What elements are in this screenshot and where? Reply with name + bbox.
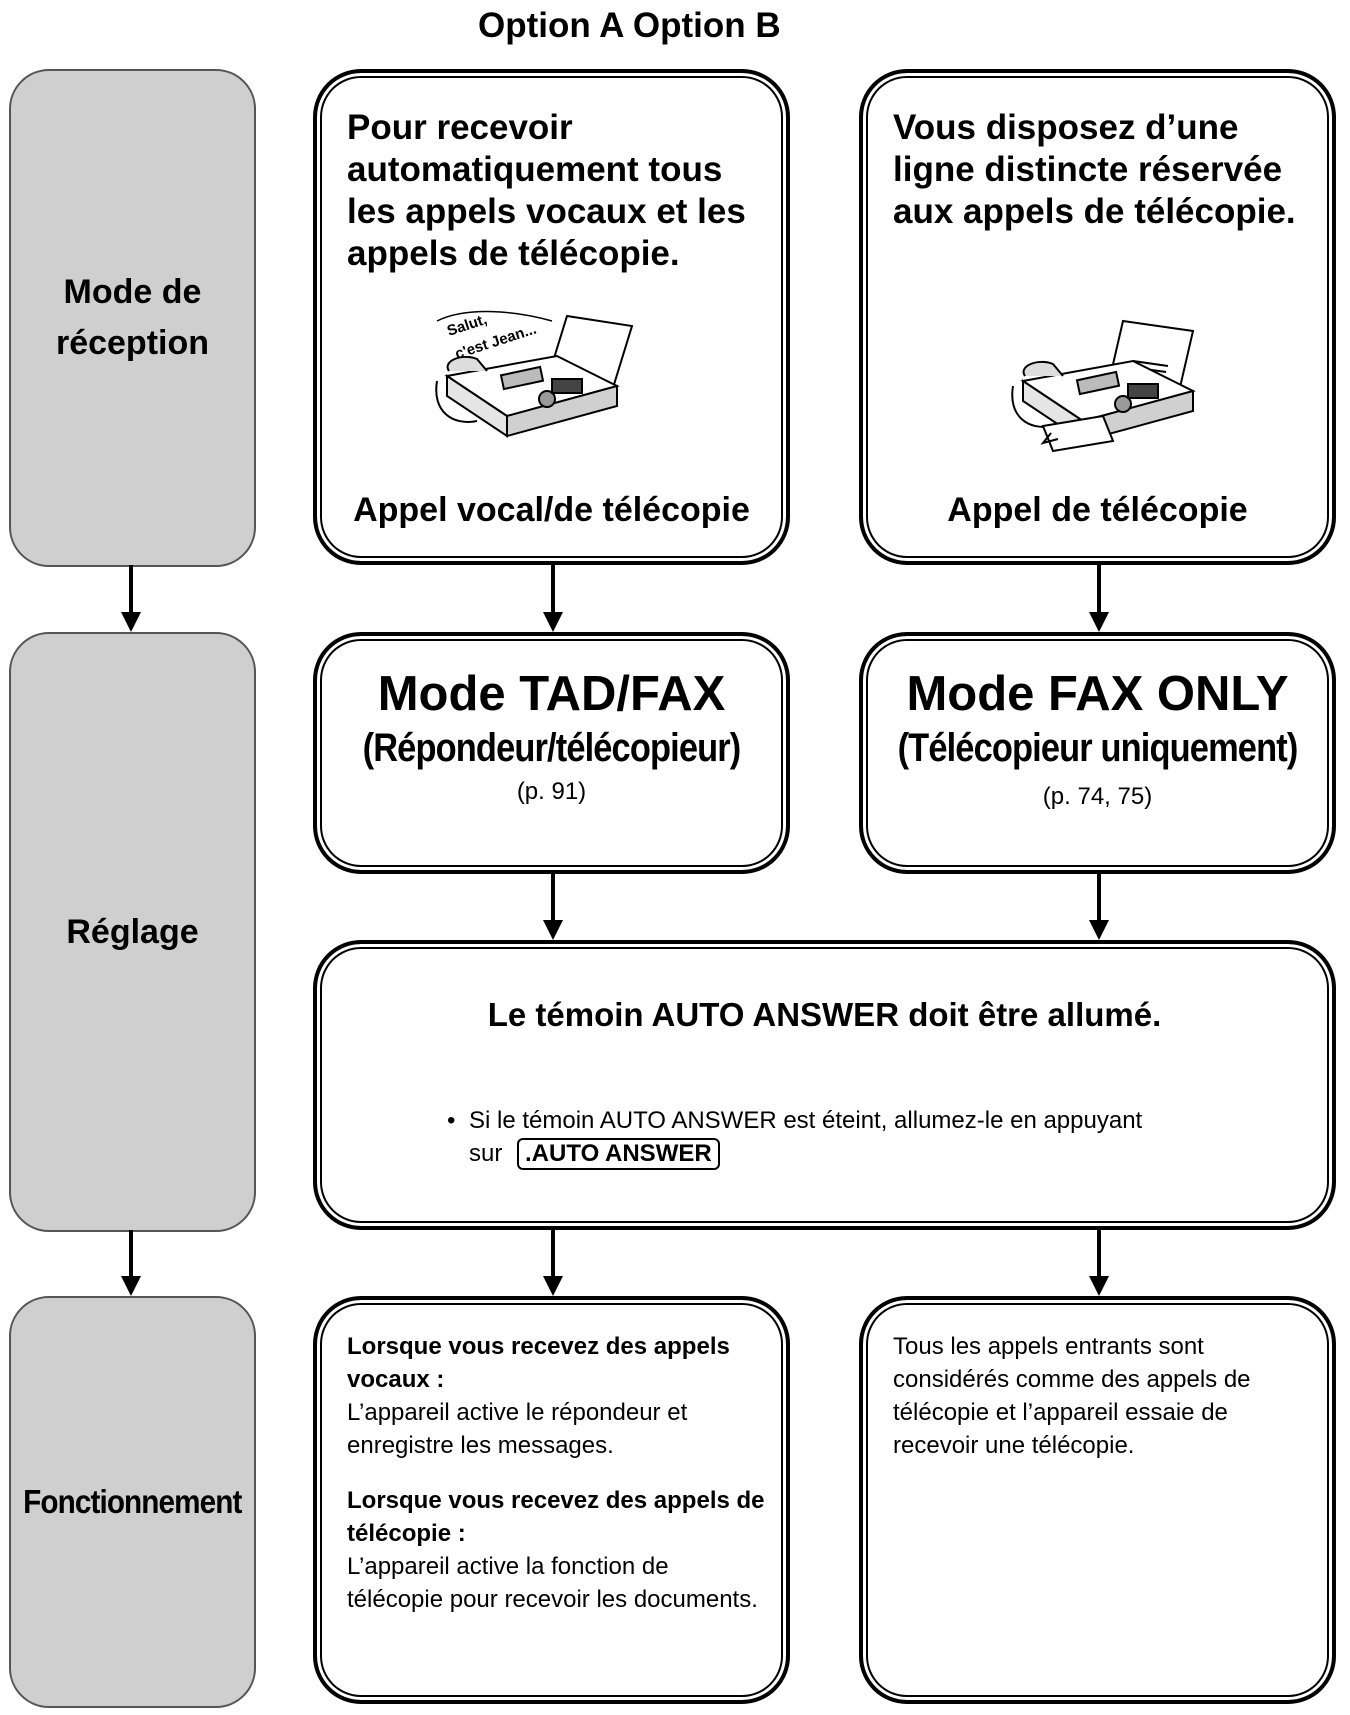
row-label-reception: Mode de réception <box>9 69 256 567</box>
row-label-operation: Fonctionnement <box>9 1296 256 1708</box>
option-a-operation-text: Lorsque vous recevez des appels vocaux :… <box>347 1330 768 1638</box>
auto-answer-note-text: Si le témoin AUTO ANSWER est éteint, all… <box>469 1107 1143 1167</box>
option-a-mode-box: Mode TAD/FAX (Répondeur/télécopieur) (p.… <box>313 632 790 874</box>
fax-calls-text: L’appareil active la fonction de télécop… <box>347 1553 758 1613</box>
fax-machine-voice-icon: Salut, c'est Jean... <box>435 310 634 438</box>
auto-answer-key: .AUTO ANSWER <box>517 1138 720 1170</box>
option-b-caption: Appel de télécopie <box>947 491 1248 529</box>
option-b-mode-title: Mode FAX ONLY <box>906 667 1289 721</box>
bullet-point: • <box>447 1107 456 1134</box>
option-b-reception-box: Vous disposez d’une ligne distincte rése… <box>859 69 1336 565</box>
option-a-question: Pour recevoir automatiquement tous les a… <box>347 108 746 273</box>
voice-calls-text: L’appareil active le répondeur et enregi… <box>347 1399 688 1459</box>
row-label-setting: Réglage <box>9 632 256 1232</box>
row-label-operation-text: Fonctionnement <box>23 1483 242 1521</box>
option-b-mode-subtitle: (Télécopieur uniquement) <box>897 726 1299 770</box>
option-a-page-ref: (p. 91) <box>516 778 587 805</box>
option-a-mode-title: Mode TAD/FAX <box>377 667 726 721</box>
fax-calls-heading: Lorsque vous recevez des appels de téléc… <box>347 1487 765 1547</box>
option-b-mode-box: Mode FAX ONLY (Télécopieur uniquement) (… <box>859 632 1336 874</box>
option-a-mode-subtitle: (Répondeur/télécopieur) <box>362 726 742 770</box>
option-b-page-ref: (p. 74, 75) <box>1042 783 1153 810</box>
option-a-operation-box: Lorsque vous recevez des appels vocaux :… <box>313 1296 790 1704</box>
auto-answer-note: • Si le témoin AUTO ANSWER est éteint, a… <box>447 1104 1149 1170</box>
auto-answer-box: Le témoin AUTO ANSWER doit être allumé. … <box>313 940 1336 1230</box>
fax-machine-icon <box>1011 319 1196 453</box>
voice-calls-heading: Lorsque vous recevez des appels vocaux : <box>347 1333 730 1393</box>
option-b-question: Vous disposez d’une ligne distincte rése… <box>893 108 1296 231</box>
option-a-reception-box: Pour recevoir automatiquement tous les a… <box>313 69 790 565</box>
options-header: Option A Option B <box>478 6 781 45</box>
option-a-caption: Appel vocal/de télécopie <box>353 491 750 529</box>
row-label-setting-text: Réglage <box>66 912 199 951</box>
auto-answer-heading: Le témoin AUTO ANSWER doit être allumé. <box>487 996 1162 1033</box>
option-b-operation-text: Tous les appels entrants sont considérés… <box>893 1333 1251 1459</box>
row-label-reception-text: Mode de réception <box>55 273 210 362</box>
option-b-operation-box: Tous les appels entrants sont considérés… <box>859 1296 1336 1704</box>
